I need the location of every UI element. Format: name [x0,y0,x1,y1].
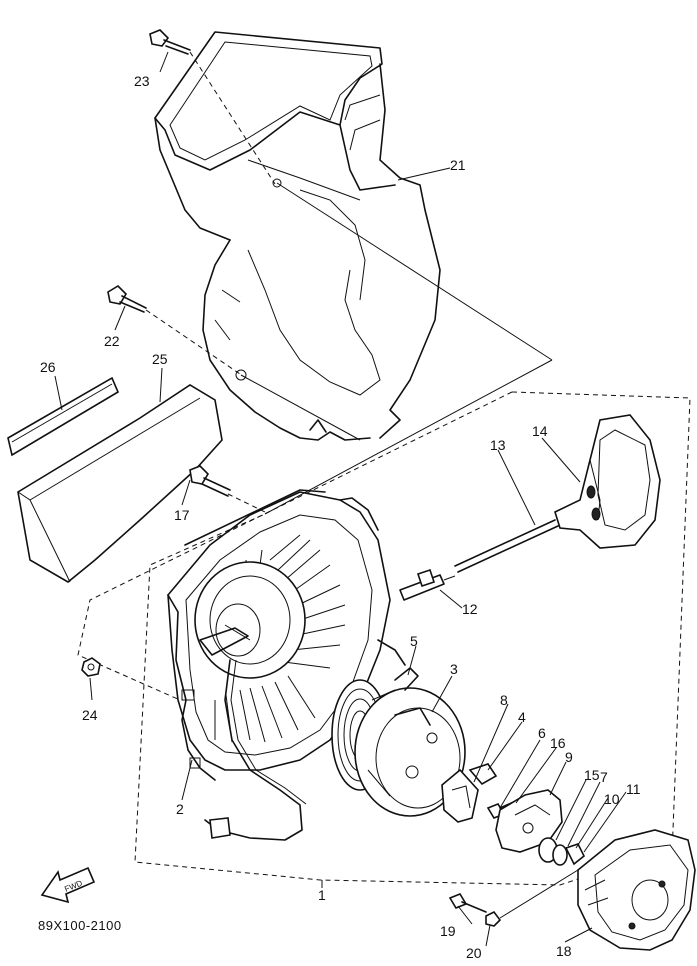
callout-6: 6 [538,725,546,741]
callout-13: 13 [490,437,506,453]
part-4-spring-clip [468,763,498,786]
part-7-10-15-washers [538,837,586,866]
part-9-guide-plate [495,789,563,853]
callout-16: 16 [550,735,566,751]
callout-8: 8 [500,692,508,708]
part-20-nut [485,869,579,927]
callout-10: 10 [604,791,620,807]
part-19-bolt [448,893,487,913]
part-22-bolt [107,284,241,375]
fwd-arrow-icon: FWD [40,866,96,904]
part-13-rope [454,519,559,573]
callout-2: 2 [176,801,184,817]
callout-26: 26 [40,359,56,375]
part-21-fan-shroud [154,31,441,441]
callout-4: 4 [518,709,526,725]
callout-labels: 23 21 22 26 25 17 24 2 13 14 12 3 5 8 4 … [40,73,641,961]
part-24-nut [81,657,101,677]
part-2-starter-case [167,491,406,841]
callout-24: 24 [82,707,98,723]
part-1-assembly-boundary [77,391,691,886]
part-8-pawl [441,768,479,823]
callout-18: 18 [556,943,572,959]
callout-20: 20 [466,945,482,961]
callout-leaders [54,51,627,947]
part-3-reel [331,679,466,817]
callout-25: 25 [152,351,168,367]
part-5-spring [394,667,419,691]
callout-1: 1 [318,887,326,903]
callout-19: 19 [440,923,456,939]
callout-9: 9 [565,749,573,765]
callout-15: 15 [584,767,600,783]
callout-22: 22 [104,333,120,349]
part-26-label [7,376,120,457]
callout-21: 21 [450,157,466,173]
part-18-pulley-cover [577,829,696,951]
part-17-bolt [184,465,326,546]
part-12-shaft [399,568,456,601]
diagram-code: 89X100-2100 [38,918,122,933]
callout-23: 23 [134,73,150,89]
callout-3: 3 [450,661,458,677]
callout-14: 14 [532,423,548,439]
callout-12: 12 [462,601,478,617]
part-14-handle [554,414,661,549]
callout-7: 7 [600,769,608,785]
callout-17: 17 [174,507,190,523]
callout-11: 11 [626,781,641,797]
part-23-bolt [149,29,276,185]
callout-5: 5 [410,633,418,649]
